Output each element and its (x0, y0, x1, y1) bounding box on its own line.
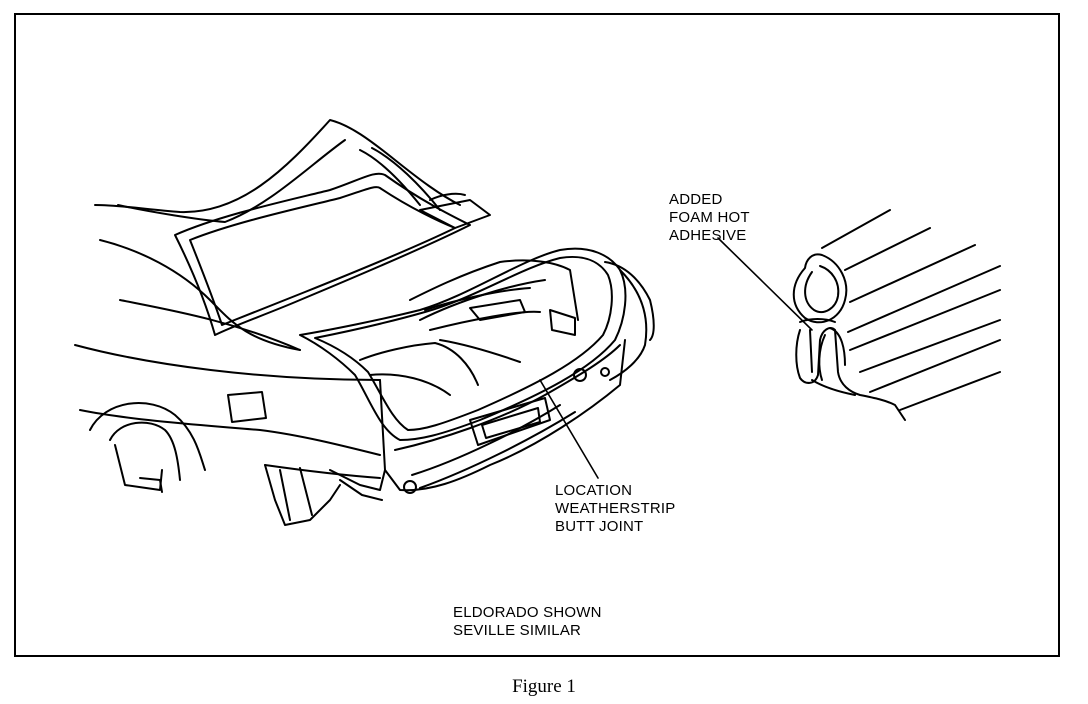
foam-adhesive-label: ADDED FOAM HOT ADHESIVE (669, 191, 750, 244)
weatherstrip-detail (792, 209, 1001, 421)
butt-joint-leader-line (539, 379, 599, 479)
figure-frame (14, 13, 1060, 657)
figure-caption: Figure 1 (512, 676, 576, 697)
butt-joint-label: LOCATION WEATHERSTRIP BUTT JOINT (555, 482, 676, 535)
foam-adhesive-leader-line (717, 237, 813, 331)
car-rear-body (74, 119, 655, 526)
model-note-label: ELDORADO SHOWN SEVILLE SIMILAR (453, 604, 602, 639)
